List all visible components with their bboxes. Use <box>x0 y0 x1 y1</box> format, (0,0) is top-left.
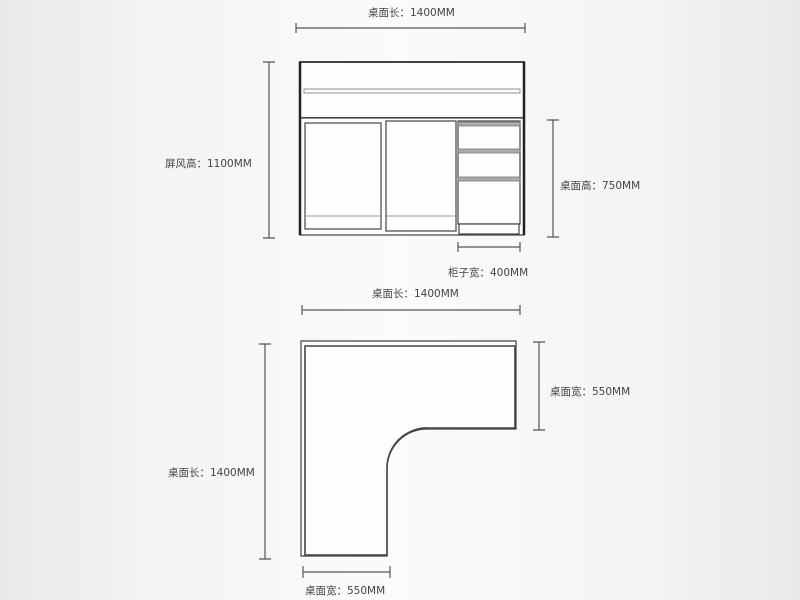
dimension-line-length-top <box>301 305 521 315</box>
left-cabinet-door <box>304 122 382 230</box>
label-desk-width-right: 桌面宽：550MM <box>550 385 630 398</box>
label-desk-width-bottom: 桌面宽：550MM <box>305 584 385 597</box>
label-screen-height: 屏风高：1100MM <box>165 157 252 170</box>
screen-rail <box>303 88 521 94</box>
desktop-edge <box>304 345 516 556</box>
knee-space-panel <box>385 120 457 232</box>
label-cabinet-width: 柜子宽：400MM <box>448 266 528 279</box>
screen-panel <box>299 61 525 119</box>
dimension-line-cabinet-width <box>457 242 521 252</box>
label-desk-height: 桌面高：750MM <box>560 179 640 192</box>
label-desk-length-left: 桌面长：1400MM <box>168 466 255 479</box>
drawer-unit <box>457 120 521 235</box>
front-view: 桌面长：1400MM 屏风高：1100MM 桌面高：750MM 柜子宽：400M… <box>165 6 640 279</box>
dimension-line-length-left <box>259 343 271 560</box>
dimension-line-width-bottom <box>302 566 391 578</box>
dimension-line-screen-height <box>263 61 275 239</box>
label-desk-length: 桌面长：1400MM <box>368 6 455 19</box>
dimension-line-length <box>295 23 526 33</box>
label-desk-length-top: 桌面长：1400MM <box>372 287 459 300</box>
dimension-line-width-right <box>533 341 545 431</box>
top-view: 桌面长：1400MM 桌面宽：550MM 桌面长：1400MM 桌面宽：550M… <box>168 287 630 597</box>
dimension-line-desk-height <box>547 119 559 238</box>
